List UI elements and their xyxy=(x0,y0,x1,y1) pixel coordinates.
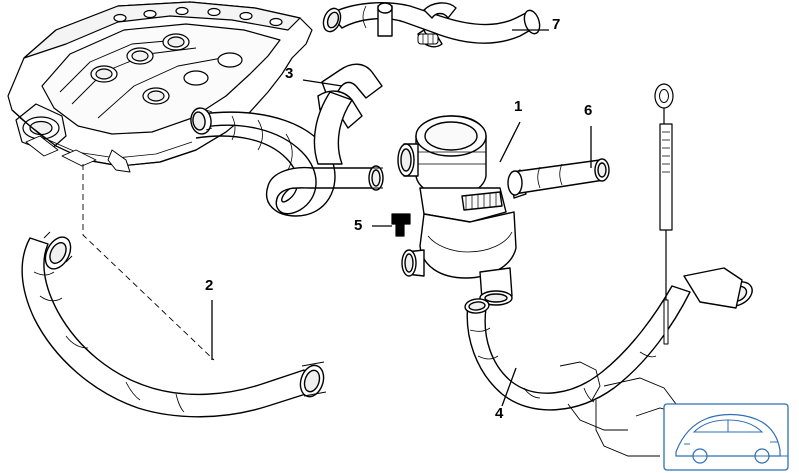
oil-dipstick-and-tube xyxy=(654,83,674,345)
callout-number-6: 6 xyxy=(584,102,593,119)
leader-3 xyxy=(302,79,343,87)
cylinder-head-cover xyxy=(7,1,313,173)
callout-number-7: 7 xyxy=(552,16,561,33)
crankcase-breather-valve xyxy=(397,115,527,306)
vent-hose-short xyxy=(507,158,610,196)
hidden-connection-line xyxy=(82,164,215,361)
leader-1 xyxy=(499,121,521,163)
upper-vent-hose xyxy=(322,2,541,48)
callout-number-5: 5 xyxy=(354,217,363,234)
vehicle-thumbnail xyxy=(663,403,789,471)
callout-number-4: 4 xyxy=(495,405,504,422)
cylinder-head-cover-hose xyxy=(190,63,384,217)
callout-leader-lines xyxy=(211,29,592,407)
leader-4 xyxy=(501,367,517,407)
callout-number-3: 3 xyxy=(285,65,294,82)
retaining-clip-bolt xyxy=(391,213,411,237)
callout-number-2: 2 xyxy=(205,277,214,294)
callout-number-1: 1 xyxy=(514,98,523,115)
return-hose-lower-left xyxy=(21,231,327,418)
oil-return-hose xyxy=(464,267,753,411)
